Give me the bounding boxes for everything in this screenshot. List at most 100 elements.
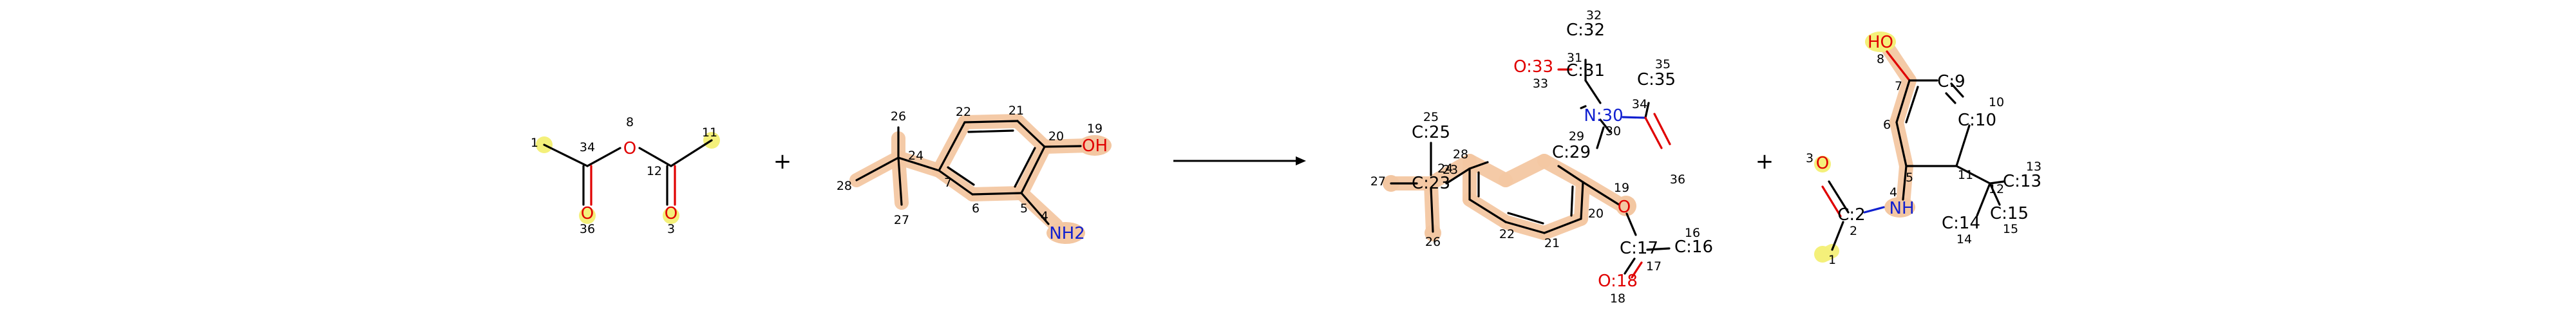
atom-c2: C:2 xyxy=(1837,205,1865,225)
bond xyxy=(1644,102,1650,119)
bond xyxy=(1584,79,1602,104)
bond xyxy=(1989,180,2005,185)
map-number: 6 xyxy=(972,201,980,216)
bond xyxy=(1631,261,1643,279)
highlight-atom-nh xyxy=(1884,197,1915,218)
bond xyxy=(963,120,1019,124)
atom-c10: C:10 xyxy=(1958,111,1996,130)
atom-c23: C:23 xyxy=(1412,174,1450,193)
bond xyxy=(1989,182,2001,206)
map-number: 4 xyxy=(1041,209,1048,223)
highlight-atom-3 xyxy=(1814,156,1831,172)
highlight-atom-26 xyxy=(1425,225,1441,241)
reactant-aminophenol: OH NH2 26 22 21 19 20 24 7 28 6 5 4 27 xyxy=(837,104,1112,244)
bond xyxy=(1828,180,1850,214)
map-number: 3 xyxy=(1806,151,1814,165)
map-number: 11 xyxy=(1958,168,1973,182)
atom-nh2: NH2 xyxy=(1049,224,1085,243)
bond xyxy=(855,156,900,181)
bond xyxy=(1580,181,1584,220)
atom-c29: C:29 xyxy=(1552,143,1591,162)
atom-o19: O xyxy=(1618,198,1631,217)
atom-c16: C:16 xyxy=(1674,237,1713,257)
bond xyxy=(1445,167,1471,185)
map-number: 26 xyxy=(1425,235,1441,249)
atom-c32: C:32 xyxy=(1566,21,1605,40)
map-number: 34 xyxy=(1632,97,1647,111)
atom-o18: O:18 xyxy=(1598,272,1638,291)
bond xyxy=(1821,185,1842,218)
map-number: 1 xyxy=(531,136,538,150)
atom-o36: O xyxy=(581,204,594,223)
highlight-atom-3 xyxy=(663,207,679,224)
bond xyxy=(1863,206,1885,214)
atom-c13: C:13 xyxy=(2003,172,2041,191)
map-number: 11 xyxy=(702,125,717,140)
map-number: 17 xyxy=(1646,259,1662,274)
atom-c15: C:15 xyxy=(1990,204,2029,223)
map-number: 32 xyxy=(1586,8,1602,23)
atom-c14: C:14 xyxy=(1942,214,1980,233)
bond xyxy=(1955,165,1991,185)
map-number: 28 xyxy=(1453,147,1468,162)
bond xyxy=(971,192,1023,196)
atom-c31: C:31 xyxy=(1566,61,1605,80)
map-number: 23 xyxy=(1443,163,1458,177)
map-number: 15 xyxy=(2003,222,2018,236)
atom-o3: O xyxy=(665,204,677,223)
map-number: 1 xyxy=(1828,253,1836,267)
bond xyxy=(1945,92,1956,104)
bond xyxy=(1430,187,1434,233)
atom-oh: OH xyxy=(1082,136,1108,156)
bond xyxy=(1557,165,1584,183)
map-number: 24 xyxy=(908,149,923,163)
bond xyxy=(1625,212,1637,236)
map-number: 21 xyxy=(1544,236,1560,250)
atom-o8: O xyxy=(623,139,636,158)
atom-c17: C:17 xyxy=(1620,239,1658,258)
map-number: 27 xyxy=(894,213,909,227)
atom-c9: C:9 xyxy=(1937,72,1965,91)
bond xyxy=(1543,218,1582,234)
bond xyxy=(1582,181,1620,206)
map-number: 12 xyxy=(647,164,662,178)
map-number: 35 xyxy=(1655,57,1671,71)
product-acetamide: HO C:9 C:10 O C:2 NH C:13 C:14 C:15 8 7 … xyxy=(1806,32,2041,267)
bond xyxy=(670,139,713,167)
bond xyxy=(586,147,621,167)
bond xyxy=(1580,105,1587,109)
bond xyxy=(1950,82,1964,98)
map-number: 10 xyxy=(1989,95,2004,109)
bond xyxy=(897,156,940,172)
map-number: 36 xyxy=(1670,172,1685,187)
highlight-atom-1 xyxy=(1814,246,1831,263)
bond xyxy=(938,121,966,172)
atom-o33: O:33 xyxy=(1513,57,1553,77)
highlight-atom-oh xyxy=(1078,135,1112,156)
bond xyxy=(1016,120,1046,148)
map-number: 24 xyxy=(1437,162,1453,176)
map-number: 2 xyxy=(1850,224,1857,238)
atom-o3: O xyxy=(1816,154,1829,173)
bond xyxy=(1599,118,1611,133)
map-number: 13 xyxy=(2026,160,2041,174)
map-number: 20 xyxy=(1048,129,1064,144)
map-number: 8 xyxy=(626,115,634,129)
atom-nh: NH xyxy=(1889,199,1915,218)
bond xyxy=(1886,50,1911,82)
map-number: 27 xyxy=(1370,174,1386,189)
atom-c25: C:25 xyxy=(1412,123,1450,142)
map-number: 31 xyxy=(1567,51,1582,65)
bond xyxy=(1902,165,1908,201)
highlight-atom-nh2 xyxy=(1046,222,1085,244)
map-number: 36 xyxy=(580,222,595,236)
atom-n30: N:30 xyxy=(1584,106,1623,125)
plus-sign: + xyxy=(1756,149,1774,174)
bond xyxy=(1043,145,1082,148)
bond xyxy=(1646,247,1671,251)
bond xyxy=(1020,192,1050,225)
bond xyxy=(1468,161,1489,170)
map-number: 30 xyxy=(1605,124,1621,138)
map-number: 5 xyxy=(1020,201,1028,216)
